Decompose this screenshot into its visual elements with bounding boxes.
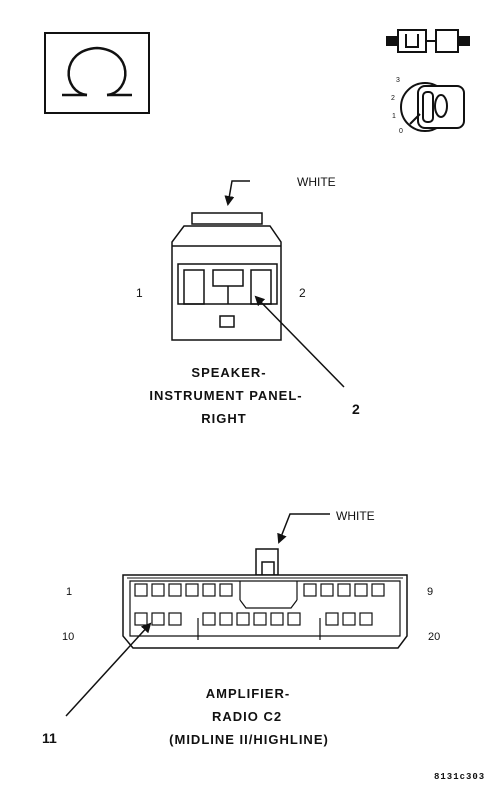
ignition-pos-2: 2: [391, 95, 395, 102]
disconnect-connector-icon: [386, 29, 470, 53]
figure-code: 8131c303: [434, 772, 485, 782]
speaker-title-line-3: RIGHT: [201, 411, 246, 426]
amplifier-pin-1: 1: [66, 586, 72, 598]
speaker-title-line-2: INSTRUMENT PANEL-: [149, 388, 302, 403]
amplifier-bottom-row-pins: [134, 612, 373, 626]
amplifier-pin-9: 9: [427, 586, 433, 598]
ohmmeter-icon: Ω: [44, 32, 150, 114]
ignition-pos-1: 1: [392, 113, 396, 120]
amplifier-pin-20: 20: [428, 631, 440, 643]
amplifier-callout: 11: [42, 730, 57, 746]
amplifier-title-line-1: AMPLIFIER-: [206, 686, 290, 701]
amplifier-color-label: WHITE: [336, 509, 375, 523]
amplifier-title-line-3: (MIDLINE II/HIGHLINE): [169, 732, 329, 747]
ignition-pos-3: 3: [396, 77, 400, 84]
amplifier-title-line-2: RADIO C2: [212, 709, 282, 724]
speaker-pin-2: 2: [299, 286, 306, 300]
speaker-connector: WHITE 1 2 2 SPEAKER- INSTRUMENT PANEL- R…: [136, 175, 360, 426]
amplifier-pin-10: 10: [62, 631, 74, 643]
amplifier-top-row-pins: [134, 583, 385, 597]
amplifier-connector: WHITE: [42, 509, 440, 747]
speaker-title-line-1: SPEAKER-: [191, 365, 266, 380]
speaker-callout: 2: [352, 401, 360, 417]
speaker-color-label: WHITE: [297, 175, 336, 189]
speaker-pin-1: 1: [136, 286, 143, 300]
ignition-pos-0: 0: [399, 128, 403, 135]
ignition-key-off-icon: 3 2 1 0: [391, 77, 465, 135]
